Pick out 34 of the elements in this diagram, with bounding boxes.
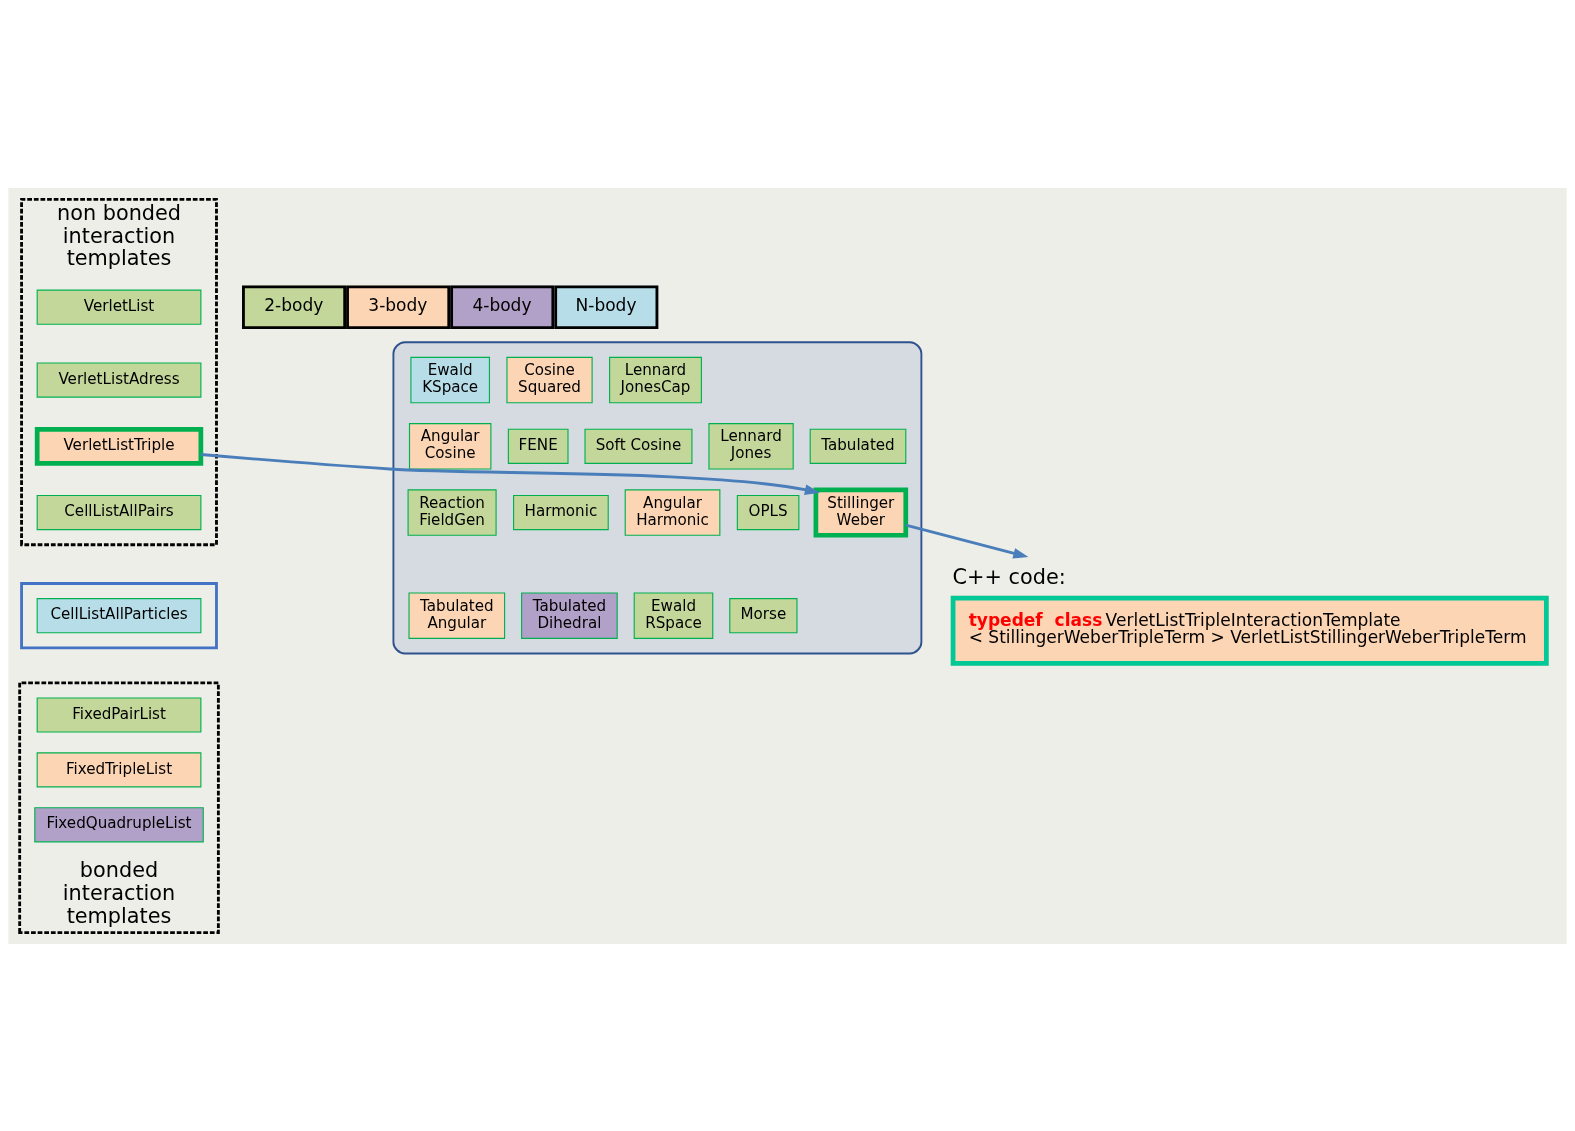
legend-label: 2-body xyxy=(264,294,324,315)
node-box: Tabulated xyxy=(809,428,907,464)
node-box: FixedQuadrupleList xyxy=(34,806,204,842)
node-box: Lennard JonesCap xyxy=(609,356,702,403)
node-box: Angular Cosine xyxy=(408,422,492,470)
node-box: Cosine Squared xyxy=(506,356,593,403)
node-box: Stillinger Weber xyxy=(813,486,909,538)
node-box: FixedTripleList xyxy=(36,751,202,787)
node-box: VerletListTriple xyxy=(34,426,204,466)
node-box: Lennard Jones xyxy=(708,422,794,470)
node-box: FENE xyxy=(507,428,569,464)
node-box: VerletList xyxy=(36,289,202,325)
node-box: VerletListAdress xyxy=(36,361,202,398)
node-box: Angular Harmonic xyxy=(624,488,721,536)
cluster xyxy=(20,581,218,649)
node-box: FixedPairList xyxy=(36,696,202,733)
node-label: C++ code: xyxy=(952,564,1066,589)
legend-label: 4-body xyxy=(472,294,532,315)
node-box: Tabulated Dihedral xyxy=(521,591,618,639)
node-box: Reaction FieldGen xyxy=(407,488,497,536)
node-box: Ewald KSpace xyxy=(410,356,490,403)
legend-label: 3-body xyxy=(368,294,428,315)
cluster xyxy=(392,340,923,654)
node-box: OPLS xyxy=(736,494,800,530)
node-box: Harmonic xyxy=(513,494,609,530)
arrow xyxy=(905,523,1029,558)
legend-label: N-body xyxy=(575,294,637,315)
arrow xyxy=(200,452,820,495)
node-box: Soft Cosine xyxy=(584,428,693,464)
node-box: CellListAllParticles xyxy=(36,597,202,633)
node-box: Morse xyxy=(729,597,798,633)
node-box: Ewald RSpace xyxy=(633,591,714,639)
node-box: CellListAllPairs xyxy=(36,494,202,530)
node-box: Tabulated Angular xyxy=(408,591,506,639)
